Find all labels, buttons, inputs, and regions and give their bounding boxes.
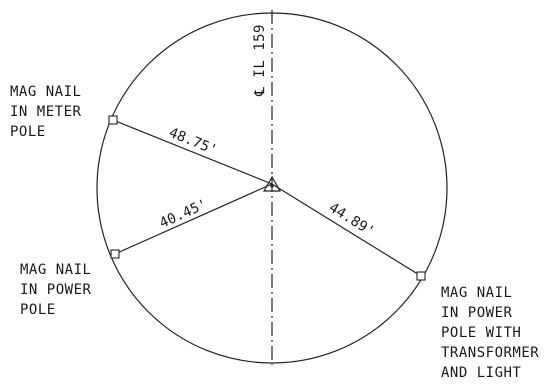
control-point-dot — [270, 184, 274, 188]
note-line: POLE — [10, 124, 46, 140]
note-line: MAG NAIL — [10, 84, 81, 100]
tie-line-transformer-pole — [271, 183, 422, 277]
note-line: AND LIGHT — [441, 365, 521, 381]
centerline-label: ℄ IL 159 — [252, 24, 268, 97]
tie-line-power-pole — [114, 183, 273, 255]
note-transformer-pole: MAG NAIL IN POWER POLE WITH TRANSFORMER … — [441, 285, 539, 381]
note-line: MAG NAIL — [441, 285, 512, 301]
note-line: TRANSFORMER — [441, 345, 539, 361]
transformer-pole-marker — [416, 271, 426, 281]
note-meter-pole: MAG NAIL IN METER POLE — [10, 84, 82, 140]
note-power-pole: MAG NAIL IN POWER POLE — [20, 262, 92, 318]
note-line: POLE WITH — [441, 325, 521, 341]
note-line: IN METER — [10, 104, 82, 120]
meter-pole-marker — [108, 115, 118, 125]
note-line: IN POWER — [441, 305, 513, 321]
note-line: MAG NAIL — [20, 262, 91, 278]
note-line: POLE — [20, 302, 56, 318]
control-point-triangle-icon — [262, 175, 282, 192]
tie-distance-power-pole: 40.45' — [157, 196, 210, 231]
power-pole-marker — [110, 249, 120, 259]
note-line: IN POWER — [20, 282, 92, 298]
tie-distance-meter-pole: 48.75' — [167, 125, 220, 159]
tie-line-meter-pole — [112, 119, 273, 185]
tie-distance-transformer-pole: 44.89' — [326, 200, 377, 240]
